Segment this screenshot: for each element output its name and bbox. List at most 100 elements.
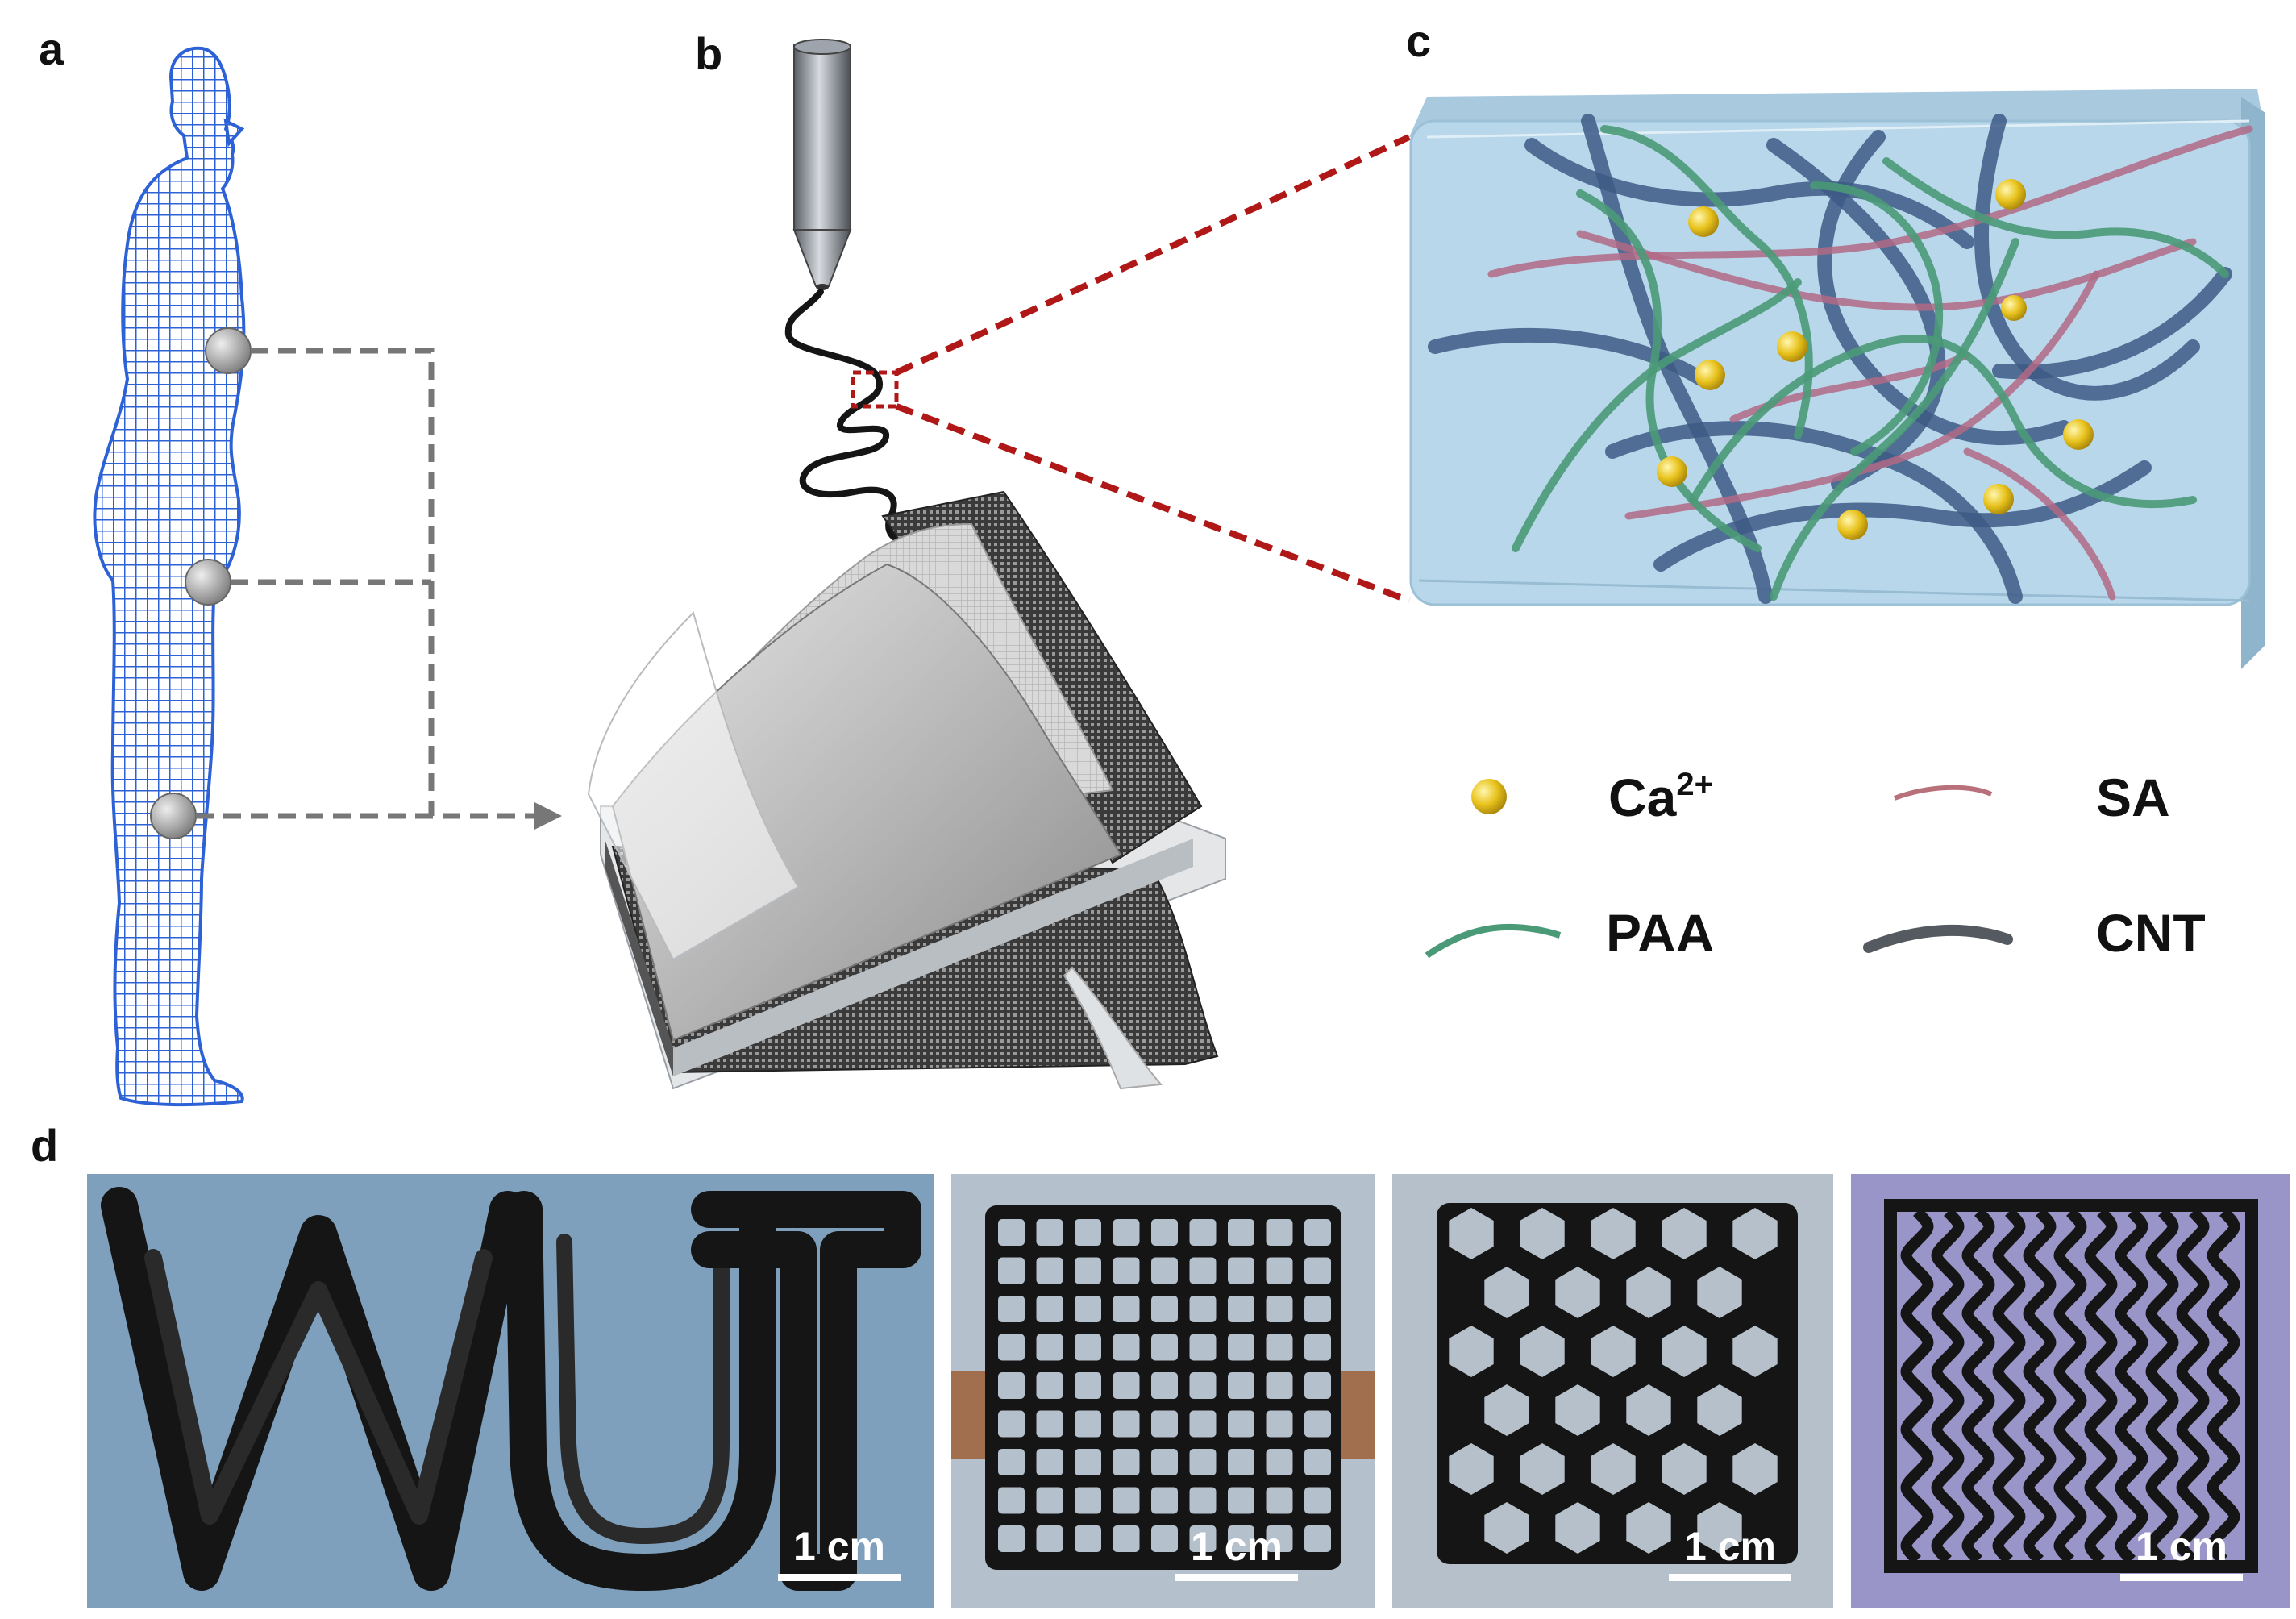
scale-label: 1 cm bbox=[1684, 1524, 1776, 1569]
grid-cell bbox=[1151, 1334, 1178, 1361]
grid-cell bbox=[1075, 1449, 1101, 1475]
grid-cell bbox=[1189, 1296, 1217, 1322]
grid-cell bbox=[1151, 1372, 1178, 1399]
honeycomb-cell bbox=[1484, 1384, 1529, 1436]
scale-bar bbox=[1669, 1574, 1791, 1581]
grid-cell bbox=[1266, 1296, 1293, 1322]
grid-cell bbox=[1113, 1410, 1140, 1438]
grid-cell bbox=[1266, 1334, 1293, 1361]
honeycomb-cell bbox=[1484, 1502, 1529, 1554]
grid-cell bbox=[1036, 1487, 1063, 1514]
grid-cell bbox=[1228, 1449, 1254, 1475]
serpentine-line bbox=[2176, 1208, 2210, 1564]
grid-cell bbox=[1189, 1525, 1217, 1552]
grid-cell bbox=[1151, 1257, 1178, 1284]
panel-label-a: a bbox=[39, 23, 64, 74]
grid-cell bbox=[1228, 1410, 1254, 1438]
fabric-sandwich bbox=[587, 490, 1226, 1090]
grid-cell bbox=[1036, 1219, 1063, 1246]
grid-cell bbox=[1304, 1372, 1331, 1399]
grid-cell bbox=[1266, 1487, 1293, 1514]
grid-cell bbox=[1266, 1525, 1293, 1552]
polymer-network bbox=[1428, 114, 2253, 604]
legend-ca-symbol bbox=[1471, 779, 1507, 814]
grid-cell bbox=[1113, 1334, 1140, 1361]
calcium-ion bbox=[2063, 419, 2094, 450]
scale-bar bbox=[2120, 1574, 2243, 1581]
human-body-wireframe bbox=[93, 46, 246, 1107]
grid-cell bbox=[1075, 1372, 1101, 1399]
honeycomb-cell bbox=[1732, 1326, 1778, 1377]
sensor-connector-lines bbox=[196, 348, 562, 830]
scale-bar bbox=[1175, 1574, 1298, 1581]
grid-cell bbox=[1113, 1487, 1140, 1514]
scale-label: 1 cm bbox=[1191, 1524, 1283, 1569]
grid-cell bbox=[1151, 1296, 1178, 1322]
legend-sa-line bbox=[1893, 785, 1993, 801]
grid-cell bbox=[1036, 1372, 1063, 1399]
photo-grid: 1 cm bbox=[951, 1174, 1375, 1608]
grid-cell bbox=[998, 1257, 1025, 1284]
grid-cell bbox=[1304, 1334, 1331, 1361]
grid-cell bbox=[998, 1296, 1025, 1322]
legend-paa-line bbox=[1425, 923, 1562, 959]
legend: Ca2+ SA PAA CNT bbox=[1425, 767, 2206, 963]
sensor-chest bbox=[205, 327, 252, 374]
grid-cell bbox=[1228, 1487, 1254, 1514]
grid-cell bbox=[1189, 1372, 1217, 1399]
grid-cell bbox=[1113, 1257, 1140, 1284]
grid-cell bbox=[1304, 1410, 1331, 1438]
grid-cell bbox=[1113, 1219, 1140, 1246]
grid-cell bbox=[1189, 1449, 1217, 1475]
grid-cell bbox=[1304, 1219, 1331, 1246]
serpentine-line bbox=[2023, 1208, 2057, 1564]
honeycomb-cell bbox=[1520, 1326, 1565, 1377]
honeycomb-cell bbox=[1555, 1384, 1600, 1436]
grid-cell bbox=[1228, 1334, 1254, 1361]
calcium-ion bbox=[1688, 206, 1719, 237]
serpentine-line bbox=[1992, 1208, 2026, 1564]
grid-cell bbox=[998, 1449, 1025, 1475]
grid-cell bbox=[1304, 1449, 1331, 1475]
serpentine-line bbox=[1961, 1208, 1995, 1564]
calcium-ion bbox=[1657, 456, 1687, 487]
zoom-lines bbox=[895, 134, 1411, 604]
honeycomb-cell bbox=[1697, 1502, 1742, 1554]
serpentine-line bbox=[1900, 1208, 1934, 1564]
honeycomb-cell bbox=[1591, 1443, 1636, 1495]
grid-cell bbox=[1075, 1257, 1101, 1284]
honeycomb-cell bbox=[1591, 1208, 1636, 1259]
grid-cell bbox=[1151, 1449, 1178, 1475]
grid-cell bbox=[1266, 1449, 1293, 1475]
scale-bar bbox=[778, 1574, 901, 1581]
honeycomb-cell bbox=[1449, 1443, 1494, 1495]
panel-label-d: d bbox=[31, 1120, 58, 1171]
honeycomb-cell bbox=[1626, 1267, 1671, 1318]
grid-cell bbox=[1304, 1525, 1331, 1552]
grid-cell bbox=[1075, 1219, 1101, 1246]
honeycomb-cell bbox=[1520, 1208, 1565, 1259]
grid-cell bbox=[1189, 1219, 1217, 1246]
honeycomb-cell bbox=[1626, 1384, 1671, 1436]
grid-cell bbox=[1189, 1334, 1217, 1361]
honeycomb-cell bbox=[1555, 1502, 1600, 1554]
honeycomb-cell bbox=[1662, 1208, 1707, 1259]
sensor-hip bbox=[185, 559, 231, 606]
honeycomb-cell bbox=[1449, 1208, 1494, 1259]
calcium-ion bbox=[1995, 179, 2026, 210]
grid-cell bbox=[1075, 1487, 1101, 1514]
honeycomb-cell bbox=[1591, 1326, 1636, 1377]
grid-cell bbox=[1266, 1219, 1293, 1246]
honeycomb-cell bbox=[1626, 1502, 1671, 1554]
grid-cell bbox=[1228, 1219, 1254, 1246]
legend-cnt-line bbox=[1863, 924, 2013, 953]
grid-cell bbox=[1189, 1487, 1217, 1514]
grid-cell bbox=[1036, 1410, 1063, 1438]
honeycomb-cell bbox=[1520, 1443, 1565, 1495]
paa-chains bbox=[1512, 125, 2229, 601]
legend-cnt-label: CNT bbox=[2096, 903, 2206, 963]
grid-cell bbox=[1266, 1372, 1293, 1399]
grid-cell bbox=[1075, 1525, 1101, 1552]
grid-cell bbox=[1228, 1296, 1254, 1322]
